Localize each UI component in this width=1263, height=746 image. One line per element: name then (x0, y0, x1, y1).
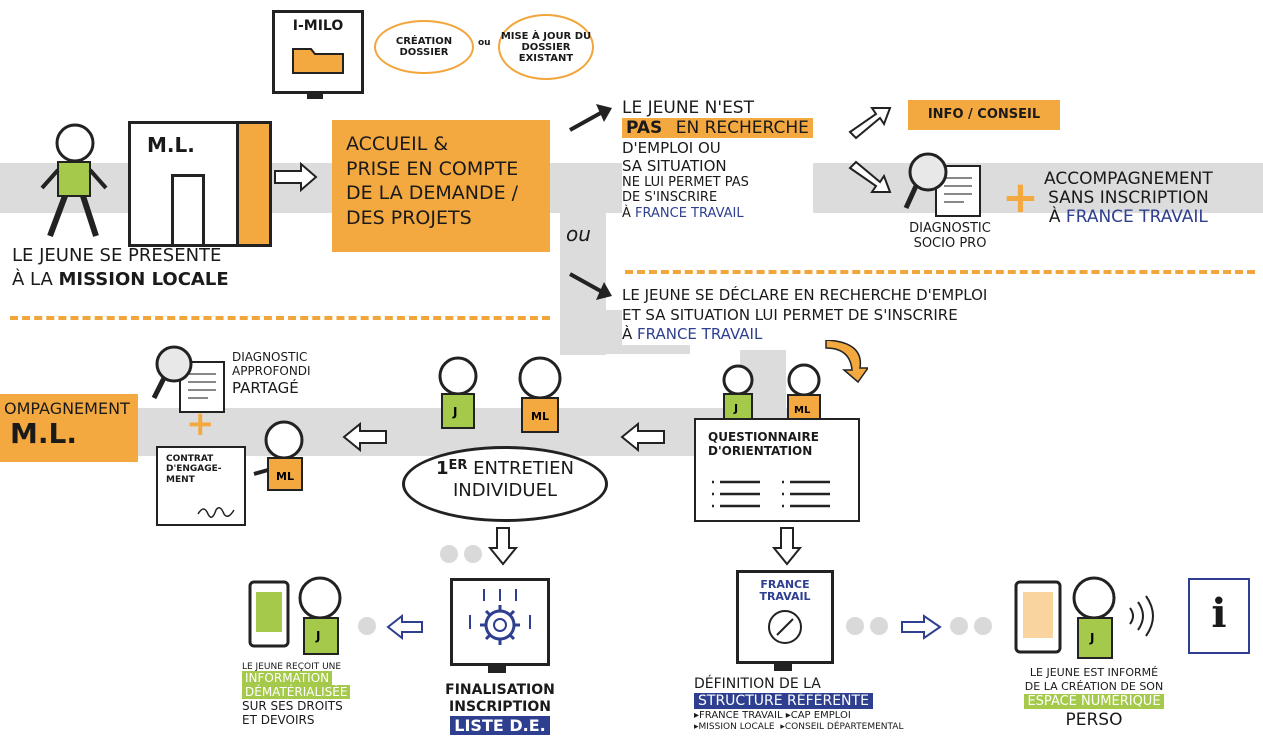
jeune-caption-line1: LE JEUNE SE PRÉSENTE (12, 245, 222, 266)
tablet-jeune-figure-right: J (1014, 576, 1154, 659)
grey-dots-right (846, 617, 894, 639)
separator-right (625, 270, 1255, 274)
accueil-line2: PRISE EN COMPTE (346, 157, 519, 180)
imilo-monitor: I-MILO (272, 10, 364, 94)
accueil-box: ACCUEIL & PRISE EN COMPTE DE LA DEMANDE … (332, 120, 550, 252)
se-declare-text: LE JEUNE SE DÉCLARE EN RECHERCHE D'EMPLO… (622, 286, 994, 345)
pas-recherche-line1: LE JEUNE N'EST (622, 98, 754, 118)
espace-text: LE JEUNE EST INFORMÉ DE LA CRÉATION DE S… (1024, 666, 1164, 730)
grey-dots-middle-left (358, 617, 382, 639)
jeune-figure-entretien: J (438, 356, 478, 429)
questionnaire-document: QUESTIONNAIRE D'ORIENTATION (694, 418, 860, 522)
arrow-right-icon (274, 162, 318, 192)
black-arrow-up-icon (569, 104, 612, 132)
outline-arrow-left-icon-2 (620, 422, 665, 452)
folder-icon (292, 47, 344, 74)
gear-monitor (450, 578, 550, 666)
outline-arrow-left-icon-3 (386, 614, 423, 640)
outline-arrow-down-icon-3 (772, 527, 802, 566)
jeune-walking-figure (40, 123, 108, 238)
pas-recherche-line2: PAS EN RECHERCHE (622, 118, 813, 139)
pas-recherche-line7: À FRANCE TRAVAIL (622, 205, 744, 221)
checklist-lines (712, 480, 830, 508)
finalisation-text: FINALISATION INSCRIPTION LISTE D.E. (445, 682, 555, 735)
outline-arrow-down-icon (848, 160, 892, 193)
pas-recherche-line3: D'EMPLOI OU (622, 138, 721, 157)
mise-a-jour-oval: MISE À JOUR DU DOSSIER EXISTANT (498, 14, 594, 80)
ml-door-opening (171, 174, 205, 247)
ml-door-label: M.L. (147, 133, 195, 157)
accompagnement-sans-text: ACCOMPAGNEMENT SANS INSCRIPTION À FRANCE… (1044, 169, 1213, 228)
jeune-figure-questionnaire: J (722, 364, 754, 421)
svg-text:ML: ML (531, 410, 549, 423)
pas-recherche-line6: DE S'INSCRIRE (622, 190, 718, 206)
imilo-stand (307, 91, 323, 99)
advisor-ml-figure-entretien: ML (518, 356, 562, 433)
imilo-label: I-MILO (292, 18, 344, 34)
black-arrow-down-icon (569, 272, 612, 300)
outline-arrow-right-icon-2 (901, 614, 942, 640)
signature-icon (197, 507, 235, 518)
jeune-caption: LE JEUNE SE PRÉSENTE À LA MISSION LOCALE (12, 244, 229, 293)
imilo-ou: ou (478, 38, 491, 48)
grey-dots-left (440, 545, 488, 567)
tablet-jeune-figure-left: J (248, 576, 342, 655)
svg-text:J: J (733, 402, 738, 415)
creation-dossier-oval: CRÉATION DOSSIER (374, 20, 474, 74)
info-demat-text: LE JEUNE REÇOIT UNE INFORMATION DÉMATÉRI… (242, 662, 351, 728)
definition-text: DÉFINITION DE LA STRUCTURE RÉFÉRENTE ▸FR… (694, 676, 904, 732)
magnifier-document-icon-2 (151, 345, 225, 413)
diagnostic-socio-label: DIAGNOSTIC SOCIO PRO (909, 221, 991, 251)
advisor-ml-figure-left: ML (253, 420, 304, 491)
svg-text:J: J (452, 405, 457, 419)
jeune-caption-line2: À LA MISSION LOCALE (12, 269, 229, 291)
outline-arrow-left-icon (342, 422, 387, 452)
svg-text:ML: ML (276, 470, 294, 483)
outline-arrow-up-icon (848, 107, 892, 140)
compass-icon (768, 610, 802, 645)
plus-icon-2: + (186, 404, 215, 444)
curved-arrow-down-icon (825, 340, 868, 384)
accompagnement-ml-box: OMPAGNEMENT M.L. (0, 394, 138, 462)
contrat-document: CONTRAT D'ENGAGE- MENT (156, 446, 246, 526)
ou-label: ou (566, 222, 591, 246)
pas-recherche-text: LE JEUNE N'EST PAS EN RECHERCHE D'EMPLOI… (622, 98, 813, 222)
france-travail-monitor: FRANCE TRAVAIL (736, 570, 834, 664)
advisor-ml-figure-questionnaire: ML (787, 363, 821, 422)
svg-text:J: J (315, 629, 320, 643)
separator-left (10, 316, 550, 320)
ml-door-frame: M.L. (128, 121, 272, 247)
magnifier-document-icon (903, 152, 981, 217)
pas-recherche-line5: NE LUI PERMET PAS (622, 174, 749, 190)
info-document-icon: i (1188, 578, 1250, 654)
france-travail-stand (774, 661, 792, 671)
ml-door-panel (236, 124, 269, 244)
diagnostic-approfondi-label: DIAGNOSTIC APPROFONDI PARTAGÉ (232, 350, 311, 397)
accueil-line3: DE LA DEMANDE / (346, 182, 519, 205)
entretien-bubble: 1ER ENTRETIEN INDIVIDUEL (402, 446, 608, 522)
info-conseil-box: INFO / CONSEIL (908, 100, 1060, 130)
grey-dots-far-right (950, 617, 998, 639)
gear-icon (469, 589, 531, 645)
pas-recherche-line4: SA SITUATION (622, 156, 727, 175)
gear-monitor-stand (488, 663, 506, 673)
outline-arrow-down-icon-2 (488, 527, 518, 566)
accueil-line1: ACCUEIL & (346, 133, 449, 155)
plus-icon: + (1002, 172, 1039, 223)
svg-text:J: J (1089, 631, 1094, 645)
accueil-line4: DES PROJETS (346, 207, 472, 230)
svg-text:ML: ML (794, 405, 811, 416)
